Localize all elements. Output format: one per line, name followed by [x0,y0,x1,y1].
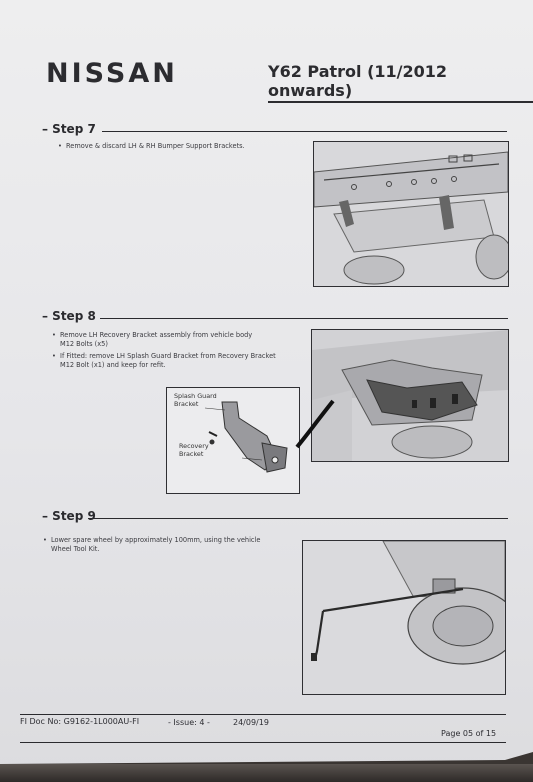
recovery-bracket-label: Recovery Bracket [179,442,209,458]
step-8-bullet-1: •Remove LH Recovery Bracket assembly fro… [52,331,253,348]
step-8-bullet-1-sub: M12 Bolts (x5) [60,340,108,348]
step-8-bullet-2-sub: M12 Bolt (x1) and keep for refit. [60,361,166,369]
step-8-bullet-2: •If Fitted: remove LH Splash Guard Brack… [52,352,276,369]
step-9-title: – Step 9 [42,509,96,523]
page-shadow [0,764,533,782]
recovery-label-line-1: Recovery [179,442,209,450]
step-8-bullet-1-text: Remove LH Recovery Bracket assembly from… [60,331,253,339]
step-9-bullet-1: •Lower spare wheel by approximately 100m… [43,536,261,553]
callout-arrow [295,399,335,449]
step-8-rule [100,318,508,319]
brand-logo: NISSAN [46,58,178,89]
splash-guard-bracket-drawing [204,401,288,473]
footer-issue: - Issue: 4 - [168,718,210,727]
footer-rule-top [20,714,506,715]
splash-guard-inset: Splash Guard Bracket Recovery Bracket [166,387,300,494]
step-9-rule [88,518,508,519]
spare-wheel-tool-illustration [303,541,505,694]
step-8-photo [311,329,509,462]
step-8-bullet-2-text: If Fitted: remove LH Splash Guard Bracke… [60,352,276,360]
step-7-bullet-1: •Remove & discard LH & RH Bumper Support… [58,142,245,150]
recovery-label-line-2: Bracket [179,450,204,458]
step-9-bullet-1-sub: Wheel Tool Kit. [51,545,100,553]
step-7-title: – Step 7 [42,122,96,136]
splash-guard-label-line-1: Splash Guard [174,392,217,400]
footer-doc-no: FI Doc No: G9162-1L000AU-FI [20,717,140,726]
step-7-rule [102,131,507,132]
step-7-photo [313,141,509,287]
model-title: Y62 Patrol (11/2012 onwards) [268,62,533,103]
step-8-title: – Step 8 [42,309,96,323]
splash-guard-label: Splash Guard Bracket [174,392,217,408]
footer-date: 24/09/19 [233,718,269,727]
step-9-photo [302,540,506,695]
splash-guard-label-line-2: Bracket [174,400,199,408]
footer-rule-bottom [20,742,506,743]
step-9-bullet-1-text: Lower spare wheel by approximately 100mm… [51,536,261,544]
step-7-bullet-1-text: Remove & discard LH & RH Bumper Support … [66,142,245,150]
bumper-underside-illustration [314,142,508,286]
footer-page: Page 05 of 15 [441,729,497,738]
recovery-bracket-illustration [312,330,508,461]
